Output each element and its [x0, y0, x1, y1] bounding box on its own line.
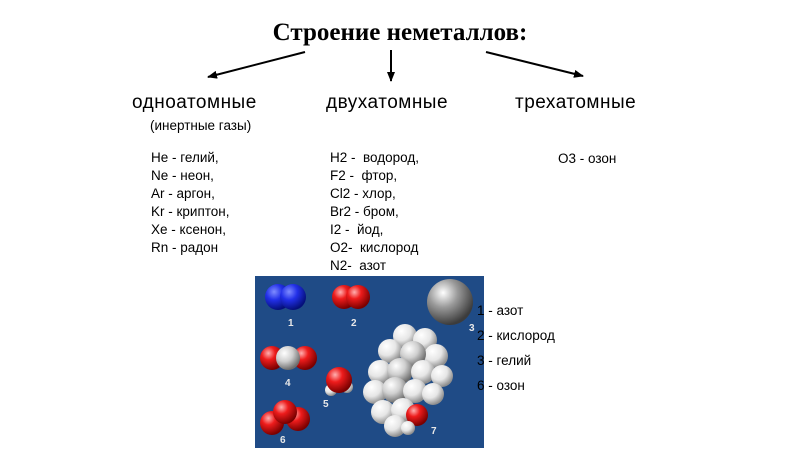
category-monatomic: одноатомные — [132, 92, 257, 113]
list-item: Cl2 - хлор, — [330, 186, 396, 201]
figure-number: 1 — [288, 318, 294, 329]
molecule-he — [427, 279, 473, 325]
molecule-o3 — [260, 400, 310, 435]
figure-legend: 1 - азот 2 - кислород 3 - гелий 6 - озон — [477, 298, 555, 398]
figure-number: 7 — [431, 426, 437, 437]
molecule-n2 — [265, 284, 306, 310]
list-item: Br2 - бром, — [330, 204, 399, 219]
triatomic-list: O3 - озон — [558, 150, 616, 168]
list-item: N2- азот — [330, 258, 387, 273]
list-item: He - гелий, — [151, 150, 219, 165]
figure-number: 6 — [280, 435, 286, 446]
list-item: H2 - водород, — [330, 150, 419, 165]
molecule-large — [363, 324, 453, 437]
list-item: Ar - аргон, — [151, 186, 215, 201]
arrow-right — [485, 51, 584, 78]
list-item: Rn - радон — [151, 240, 219, 255]
category-diatomic: двухатомные — [326, 92, 449, 113]
list-item: Kr - криптон, — [151, 204, 230, 219]
legend-item: 6 - озон — [477, 378, 525, 393]
figure-number: 3 — [469, 323, 475, 334]
list-item: F2 - фтор, — [330, 168, 398, 183]
category-triatomic: трехатомные — [515, 92, 637, 113]
list-item: O3 - озон — [558, 151, 617, 166]
figure-number: 2 — [351, 318, 357, 329]
list-item: I2 - йод, — [330, 222, 384, 237]
legend-item: 1 - азот — [477, 303, 524, 318]
figure-number: 5 — [323, 399, 329, 410]
page-title: Строение неметаллов: — [272, 19, 528, 46]
list-item: O2- кислород — [330, 240, 419, 255]
molecule-o2 — [332, 285, 370, 309]
legend-item: 3 - гелий — [477, 353, 532, 368]
list-item: Ne - неон, — [151, 168, 214, 183]
arrow-left — [207, 51, 306, 79]
legend-item: 2 - кислород — [477, 328, 555, 343]
molecule-co2 — [260, 346, 317, 370]
monatomic-list: He - гелий, Ne - неон, Ar - аргон, Kr - … — [151, 149, 230, 257]
molecule-h2o — [325, 367, 353, 396]
category-monatomic-note: (инертные газы) — [150, 118, 252, 133]
figure-number: 4 — [285, 378, 291, 389]
list-item: Xe - ксенон, — [151, 222, 226, 237]
diatomic-list: H2 - водород, F2 - фтор, Cl2 - хлор, Br2… — [330, 149, 419, 275]
molecule-models-image: 1 2 3 4 5 6 7 — [255, 276, 484, 448]
